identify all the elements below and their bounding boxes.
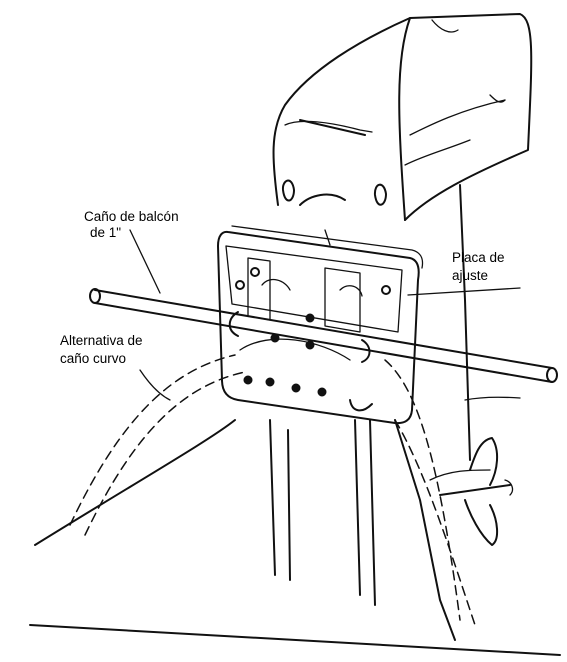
motor-cowling	[272, 13, 533, 221]
label-balcon-pipe-line2: de 1"	[90, 225, 122, 240]
label-balcon-pipe-line1: Caño de balcón	[84, 209, 179, 224]
leader-lines	[129, 229, 521, 401]
balcony-pipe	[89, 288, 558, 383]
label-curved-pipe-line2: caño curvo	[60, 351, 127, 366]
label-curved-pipe-line1: Alternativa de	[60, 333, 143, 348]
transom	[29, 419, 561, 656]
adjustment-plate	[217, 225, 424, 425]
label-plate-line2: ajuste	[452, 268, 489, 283]
label-plate-line1: Placa de	[452, 250, 505, 265]
propeller	[439, 437, 514, 546]
motor-leg	[324, 184, 521, 641]
